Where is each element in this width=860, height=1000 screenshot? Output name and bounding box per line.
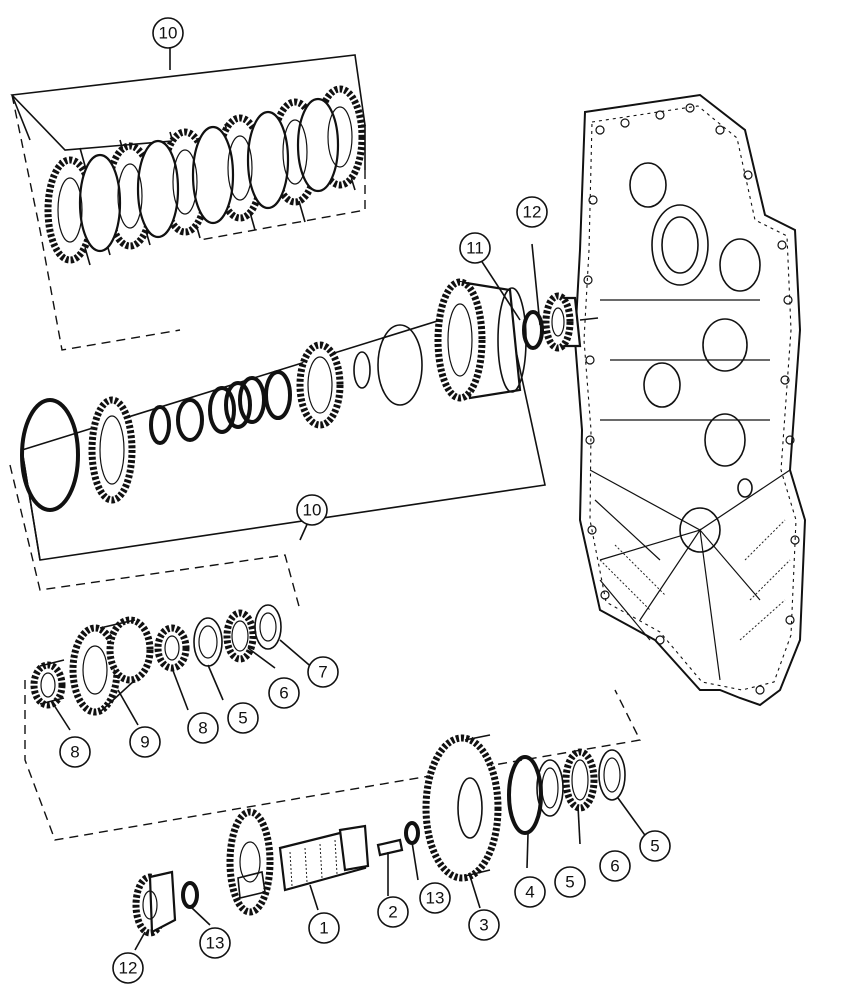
snap-ring-mid [404,821,420,845]
callout-10-top: 10 [152,17,184,49]
callout-9: 9 [129,726,161,758]
piston [296,341,344,429]
leader-lines [51,243,648,951]
snap-ring [522,310,544,350]
callout-label: 13 [206,934,225,953]
callout-label: 1 [319,919,328,938]
snap-ring-low [181,881,199,909]
callout-12-top: 12 [516,196,548,228]
callout-label: 7 [318,663,327,682]
callout-6-mid: 6 [268,677,300,709]
callout-6-low: 6 [599,850,631,882]
callout-label: 5 [565,873,574,892]
callout-1: 1 [308,912,340,944]
callout-7: 7 [307,656,339,688]
callout-label: 13 [426,889,445,908]
callout-3: 3 [468,909,500,941]
callout-label: 8 [70,743,79,762]
bearing [542,292,582,352]
callout-5-low: 5 [554,866,586,898]
callout-5-right: 5 [639,830,671,862]
clutch-assembly [9,278,599,611]
callout-8-left: 8 [59,736,91,768]
callout-13-low: 13 [199,927,231,959]
shaft [226,808,370,916]
callout-5-mid: 5 [227,702,259,734]
clutch-drum [434,278,527,402]
callout-label: 12 [523,203,542,222]
bearing-lower [132,870,177,937]
pin [376,838,404,857]
callout-8-right: 8 [187,712,219,744]
callout-label: 3 [479,916,488,935]
gear-9 [69,616,154,716]
gear-group [24,604,642,937]
callout-12-low: 12 [112,952,144,984]
callout-label: 2 [388,903,397,922]
callout-label: 6 [610,857,619,876]
retaining-ring [507,755,543,835]
callout-label: 10 [159,24,178,43]
needle-bearing-right [154,624,190,672]
callout-10-mid: 10 [296,494,328,526]
large-snap-ring [20,398,80,512]
callout-label: 8 [198,719,207,738]
callout-13-mid: 13 [419,882,451,914]
callout-label: 6 [279,684,288,703]
callout-4: 4 [514,876,546,908]
pressure-plate [88,396,136,504]
gear-3 [422,734,502,882]
callout-label: 11 [466,239,484,258]
callout-2: 2 [377,896,409,928]
clutch-pack-detail [10,48,366,351]
transmission-housing [573,93,807,707]
callout-label: 10 [303,501,322,520]
callout-label: 5 [238,709,247,728]
callout-label: 12 [119,959,138,978]
callout-label: 4 [525,883,534,902]
callout-label: 5 [650,837,659,856]
needle-bearing-left [30,659,66,709]
callout-11: 11 [459,232,491,264]
callout-label: 9 [140,733,149,752]
